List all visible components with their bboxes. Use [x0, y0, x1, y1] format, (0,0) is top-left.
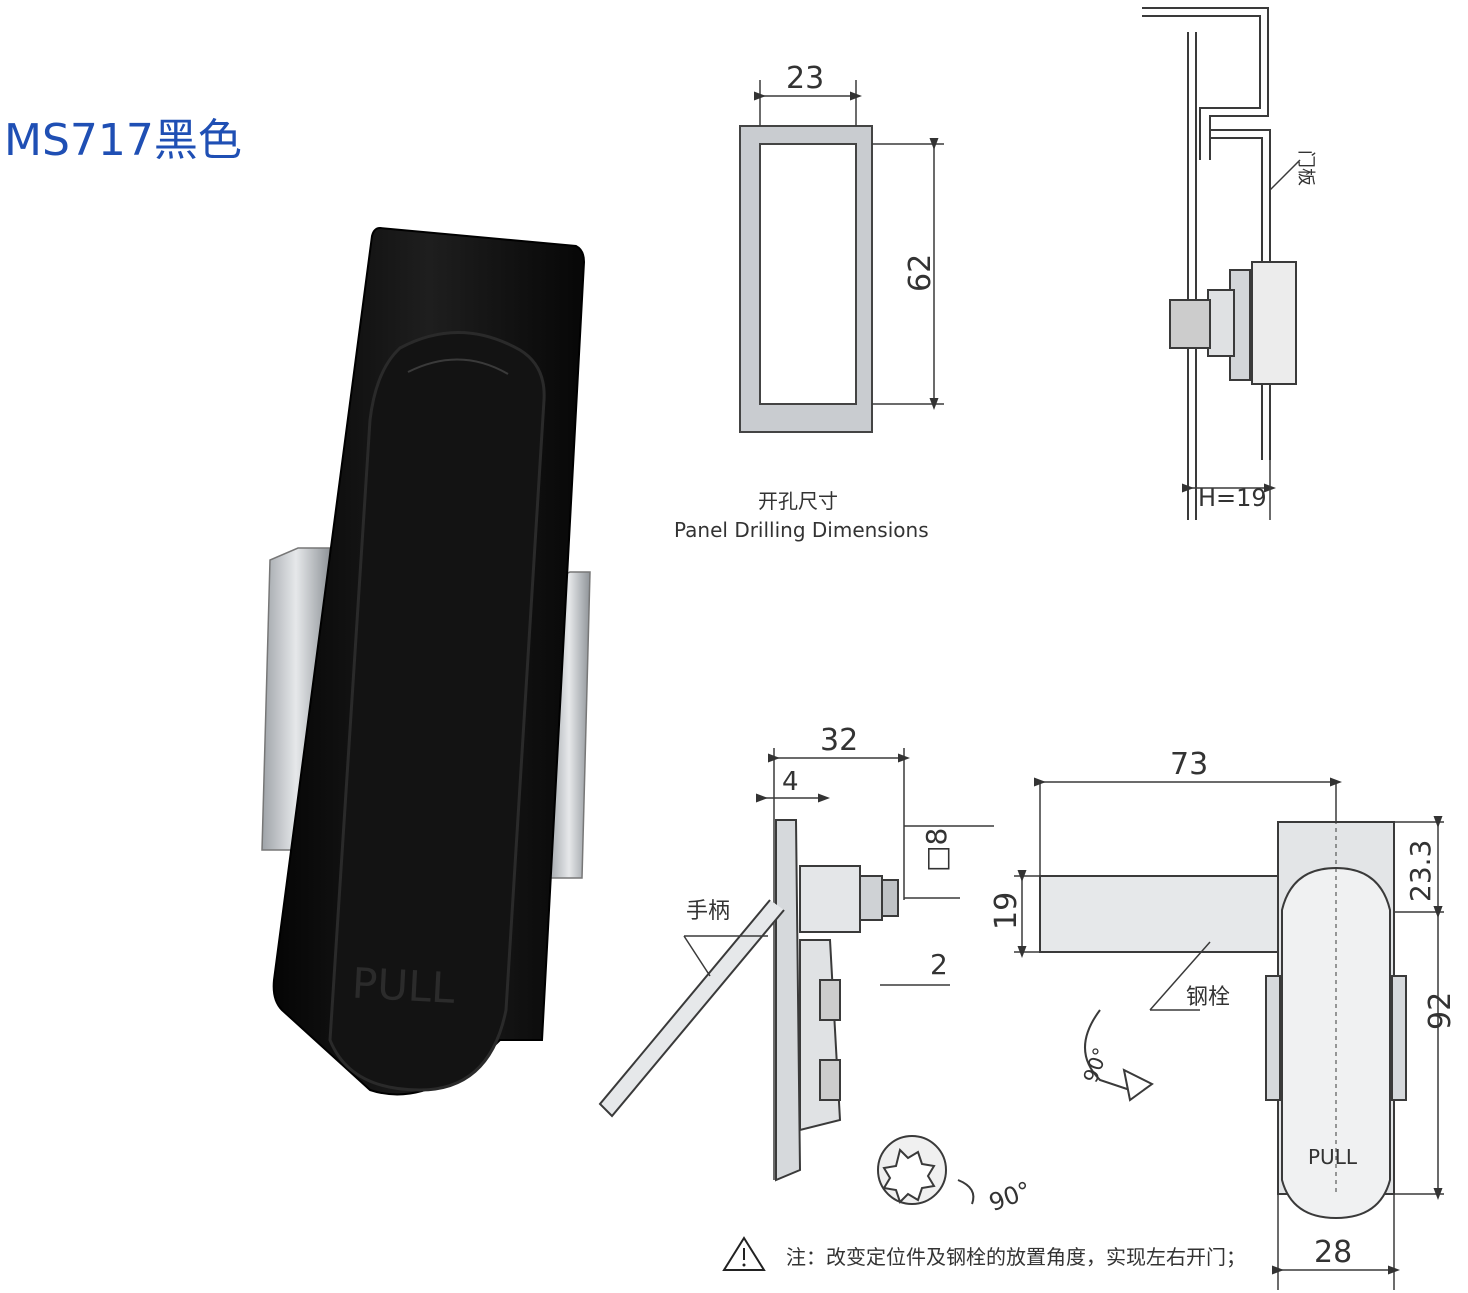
lower-depth-label: 32 [820, 723, 858, 758]
front-width-label: 28 [1314, 1235, 1352, 1270]
front-top-offset-label: 23.3 [1404, 840, 1437, 902]
lower-flange-label: 4 [782, 767, 799, 797]
warning-icon [722, 1236, 766, 1271]
front-bolt-label: 钢栓 [1186, 985, 1230, 1010]
side-door-label: 门板 [1295, 150, 1316, 186]
side-height-label: H=19 [1198, 484, 1267, 512]
handle-grip [328, 331, 546, 1092]
cam-rotation-label: 90° [985, 1176, 1035, 1217]
note-text: 注：改变定位件及钢栓的放置角度，实现左右开门； [786, 1245, 1246, 1269]
front-bolt-length-label: 73 [1170, 747, 1208, 782]
front-view-drawing [1014, 777, 1444, 1290]
photo-pull-text: PULL [351, 959, 457, 1013]
front-height-label: 92 [1423, 992, 1458, 1030]
lower-square-label: □8 [920, 828, 953, 872]
lower-handle-label: 手柄 [686, 899, 730, 924]
cutout-height-label: 62 [903, 254, 938, 292]
lower-side-view-drawing [598, 748, 994, 1205]
lower-thread-label: 2 [930, 948, 948, 981]
cutout-caption-cn: 开孔尺寸 [758, 489, 838, 513]
panel-cutout-drawing [739, 80, 944, 433]
front-bolt-height-label: 19 [989, 892, 1024, 930]
front-pull-text: PULL [1308, 1145, 1358, 1169]
cutout-width-label: 23 [786, 61, 824, 96]
cutout-caption-en: Panel Drilling Dimensions [674, 518, 929, 542]
front-rotation-label: 90° [1078, 1044, 1113, 1086]
product-photo: PULL [261, 226, 591, 1096]
side-view-drawing [1142, 7, 1301, 520]
product-title: MS717黑色 [4, 115, 242, 166]
